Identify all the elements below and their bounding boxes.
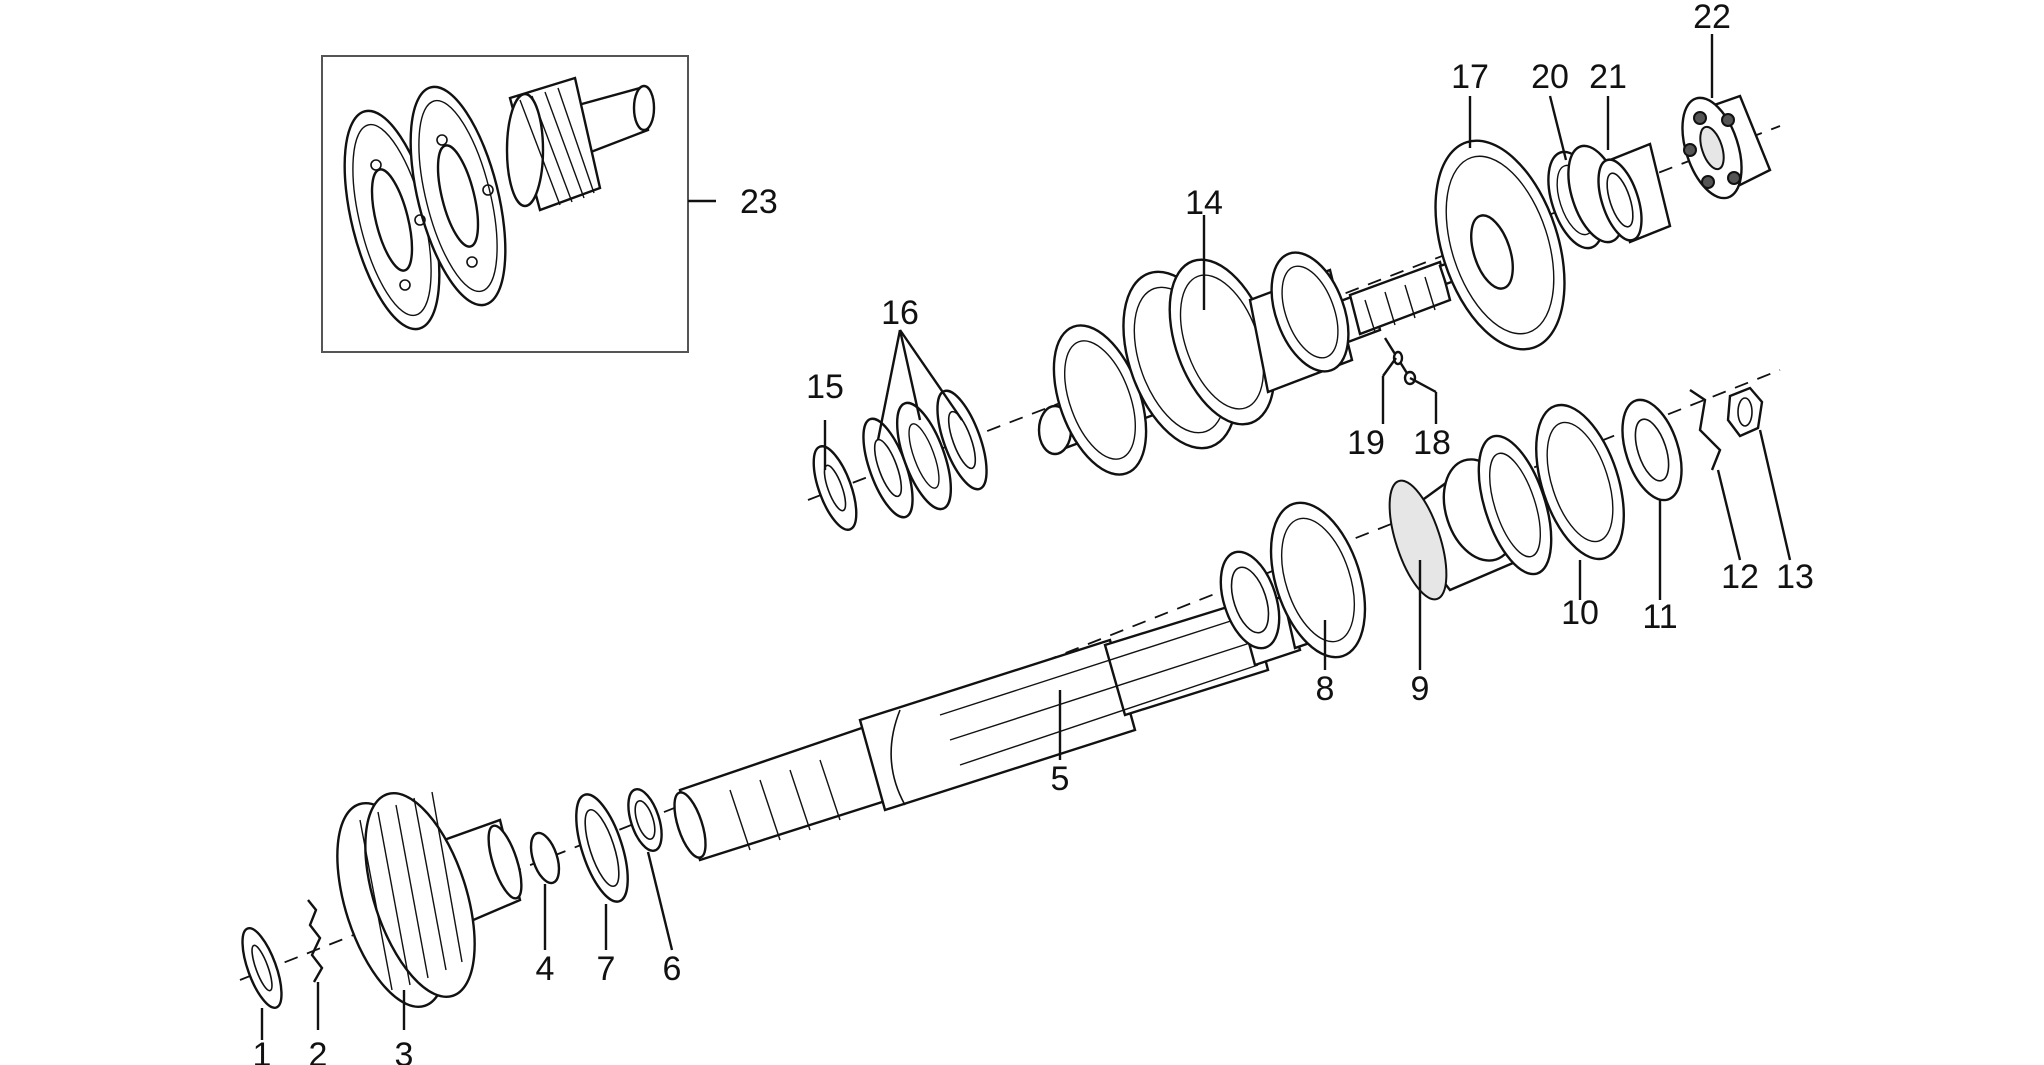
- callout-10: 10: [1561, 594, 1599, 632]
- callout-1: 1: [253, 1036, 272, 1065]
- leader-lines: [260, 34, 1792, 1040]
- callout-21: 21: [1589, 58, 1627, 96]
- inset-box-kit: [321, 55, 716, 353]
- main-shaft-5: [673, 592, 1332, 862]
- washer-7: [575, 793, 629, 903]
- callout-22: 22: [1693, 0, 1731, 36]
- inset-gear-shaft: [505, 76, 656, 212]
- callout-7: 7: [597, 950, 616, 988]
- shims-16: [862, 389, 988, 519]
- callout-5: 5: [1051, 760, 1070, 798]
- nut-13: [1726, 386, 1764, 438]
- callout-16: 16: [881, 294, 919, 332]
- callout-11: 11: [1642, 598, 1677, 636]
- washer-15: [812, 445, 858, 531]
- callout-8: 8: [1316, 670, 1335, 708]
- callout-3: 3: [395, 1036, 414, 1065]
- lock-plate-12: [1689, 389, 1722, 471]
- callout-12: 12: [1721, 558, 1759, 596]
- gear-17: [1434, 139, 1566, 351]
- lower-shaft-assembly: [239, 369, 1781, 1009]
- callout-4: 4: [536, 950, 555, 988]
- bearing-10: [1477, 403, 1625, 576]
- circlip-1: [241, 927, 283, 1009]
- callout-23: 23: [740, 183, 778, 221]
- pin-18-19: [1383, 337, 1417, 386]
- callout-17: 17: [1451, 58, 1489, 96]
- callout-14: 14: [1185, 184, 1223, 222]
- callout-13: 13: [1776, 558, 1814, 596]
- upper-shaft-assembly: [807, 94, 1781, 531]
- cluster-gear-14: [1037, 250, 1486, 476]
- callout-15: 15: [806, 368, 844, 406]
- lock-washer-2: [307, 899, 324, 983]
- flange-22: [1681, 94, 1772, 200]
- callout-9: 9: [1411, 670, 1430, 708]
- ring-4: [529, 831, 561, 885]
- friction-disc-pair: [343, 85, 507, 331]
- callout-6: 6: [663, 950, 682, 988]
- gear-8: [1219, 501, 1367, 659]
- callout-labels: 1 2 3 4 7 6 5 8 9 10 11 12 13 14 15 16 1…: [253, 0, 1814, 1065]
- callout-19: 19: [1347, 424, 1385, 462]
- snap-ring-6: [627, 788, 663, 852]
- callout-2: 2: [309, 1036, 328, 1065]
- callout-20: 20: [1531, 58, 1569, 96]
- callout-18: 18: [1413, 424, 1451, 462]
- ring-11: [1621, 398, 1683, 502]
- bushing-21: [1597, 142, 1672, 244]
- gear-3: [336, 791, 523, 1009]
